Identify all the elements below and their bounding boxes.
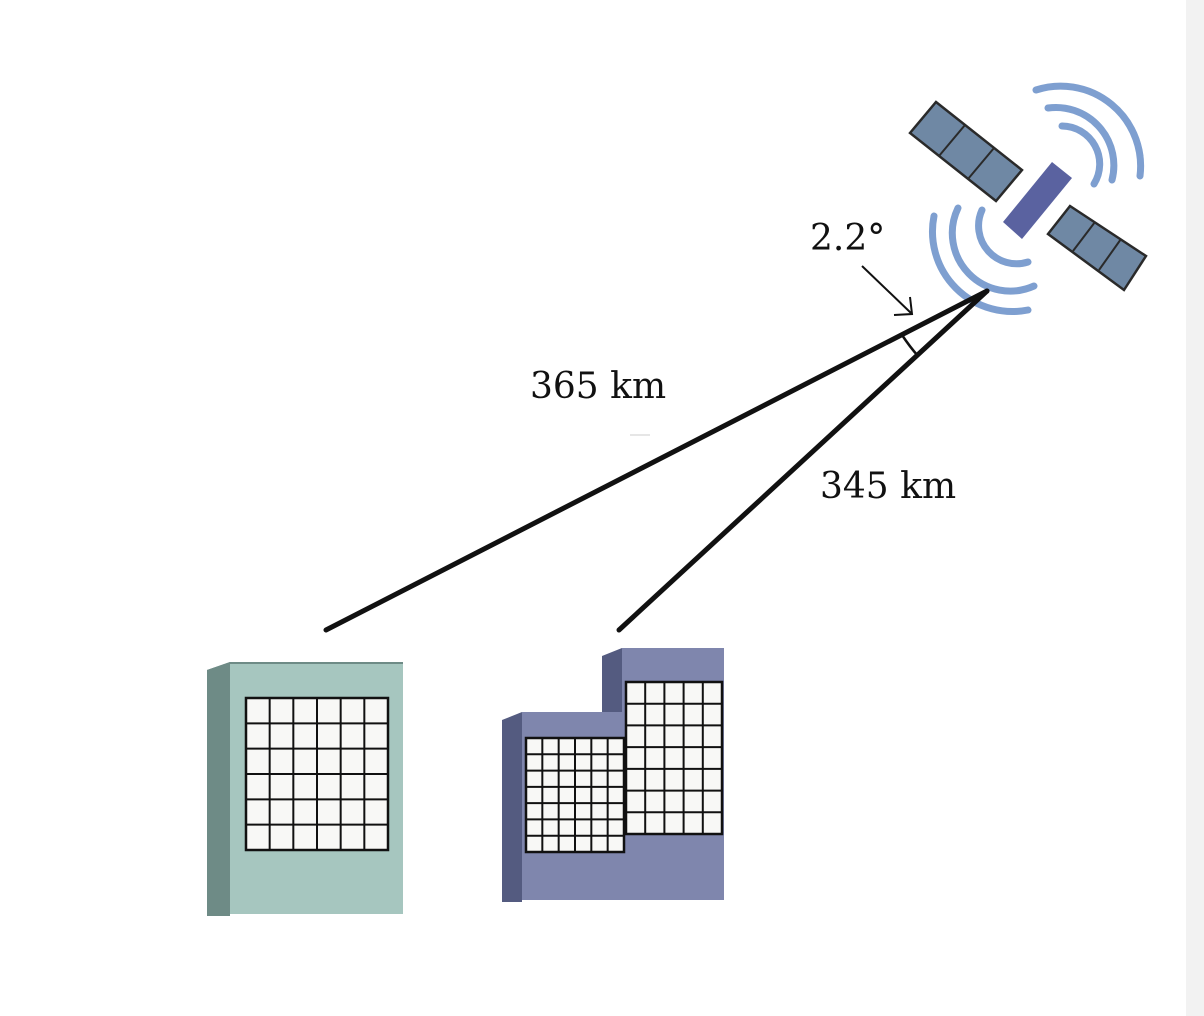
panel-right-divider-2 (1098, 238, 1122, 271)
signal-waves-upper (1032, 82, 1145, 188)
building-left-window-grid (246, 698, 388, 850)
building-right (502, 648, 724, 902)
satellite (908, 82, 1148, 316)
right-edge-strip (1186, 0, 1204, 1016)
panel-left-body (908, 100, 1024, 203)
distance-far-label: 365 km (530, 366, 666, 407)
building-right-upper-windows (624, 680, 724, 836)
panel-right-divider-1 (1072, 221, 1096, 252)
building-right-low-side (502, 712, 522, 902)
wave-upper-1 (1058, 122, 1104, 188)
wave-lower-1 (975, 206, 1032, 268)
angle-pointer-arrow (861, 265, 913, 315)
wave-upper-3 (1032, 82, 1145, 180)
panel-right-body (1046, 204, 1148, 292)
satellite-panel-left (908, 100, 1024, 203)
panel-left-divider-1 (938, 124, 966, 157)
angle-label: 2.2° (810, 218, 885, 259)
signal-waves-lower (928, 204, 1038, 316)
wave-lower-2 (948, 204, 1038, 295)
building-right-high-side (602, 648, 622, 712)
building-right-lower-window-grid (526, 738, 624, 852)
building-left (207, 662, 403, 916)
wave-upper-2 (1044, 103, 1118, 184)
line-to-right-building (616, 288, 990, 633)
distance-near-label: 345 km (820, 466, 956, 507)
wave-lower-3 (928, 212, 1032, 316)
satellite-body (1003, 162, 1072, 239)
line-to-left-building (323, 288, 990, 633)
angle-pointer-arrowhead (893, 296, 914, 316)
angle-arc (900, 334, 919, 357)
building-left-side (207, 662, 230, 916)
building-right-upper-window-grid (626, 682, 722, 834)
satellite-panel-right (1046, 204, 1148, 292)
panel-left-divider-2 (967, 147, 995, 180)
